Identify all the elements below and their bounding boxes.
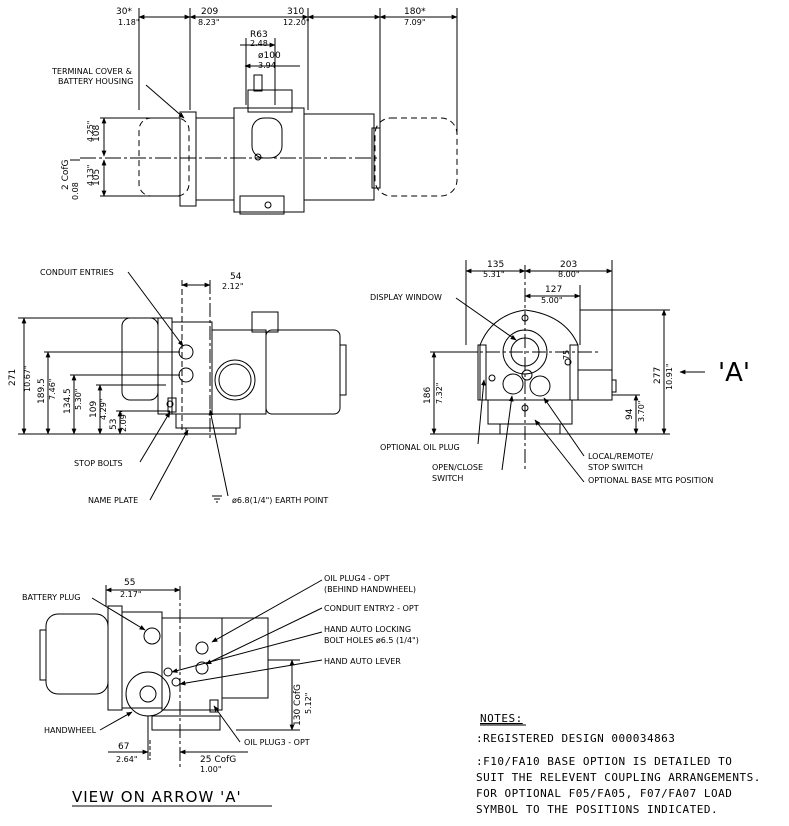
dim-134: 134.5 (63, 388, 73, 414)
notes-line-5: SYMBOL TO THE POSITIONS INDICATED. (476, 803, 718, 816)
dim-53-in: 2.09" (119, 411, 128, 433)
dim-dia100: ø100 (258, 51, 281, 61)
dim-105: 105 (92, 169, 102, 186)
dim-271: 271 (8, 369, 18, 386)
label-display-window: DISPLAY WINDOW (370, 293, 442, 302)
notes-block: NOTES: :REGISTERED DESIGN 000034863 :F10… (476, 712, 761, 816)
label-battery-housing: BATTERY HOUSING (58, 77, 133, 86)
dim-209: 209 (201, 7, 218, 17)
side-view-text: CONDUIT ENTRIES 54 2.12" 271 10.67" 189.… (8, 268, 328, 505)
dim-r63: R63 (250, 30, 268, 40)
dim-54-in: 2.12" (222, 282, 244, 291)
dim-127: 127 (545, 285, 562, 295)
dim-r63-in: 2.48 (250, 39, 268, 48)
dim-108-in: 4.25" (86, 121, 95, 143)
dim-135-in: 5.31" (483, 270, 505, 279)
dim-105-in: 4.13" (86, 165, 95, 187)
label-local-remote-2: STOP SWITCH (588, 463, 643, 472)
notes-line-2: :F10/FA10 BASE OPTION IS DETAILED TO (476, 755, 732, 768)
dim-180-in: 7.09" (404, 18, 426, 27)
dim-209-in: 8.23" (198, 18, 220, 27)
notes-heading: NOTES: (480, 712, 523, 725)
arrow-view (39, 579, 323, 807)
front-view-text: 135 5.31" 203 8.00" 127 5.00" 75 DISPLAY… (370, 260, 750, 485)
label-conduit-entries: CONDUIT ENTRIES (40, 268, 114, 277)
label-battery-plug: BATTERY PLUG (22, 593, 80, 602)
view-title: VIEW ON ARROW 'A' (72, 788, 242, 806)
dim-dia100-in: 3.94 (258, 61, 276, 70)
dim-94-in: 3.70" (637, 401, 646, 423)
dim-186: 186 (423, 387, 433, 404)
dim-310: 310 (287, 7, 304, 17)
front-view (430, 260, 705, 483)
dim-25-in: 1.00" (200, 765, 222, 774)
label-handwheel: HANDWHEEL (44, 726, 97, 735)
dim-30: 30* (116, 7, 132, 17)
label-earth-point: ø6.8(1/4") EARTH POINT (232, 496, 328, 505)
notes-line-1: :REGISTERED DESIGN 000034863 (476, 732, 675, 745)
label-hand-auto-locking-1: HAND AUTO LOCKING (324, 625, 411, 634)
dim-75: 75 (562, 350, 571, 360)
dim-109-in: 4.29" (99, 399, 108, 421)
dim-54: 54 (230, 272, 242, 282)
label-terminal-cover: TERMINAL COVER & (51, 67, 132, 76)
dim-25: 25 CofG (200, 755, 236, 765)
dim-30-in: 1.18" (118, 18, 140, 27)
dim-277: 277 (653, 367, 663, 384)
dim-cofg: 2 CofG (61, 159, 71, 190)
dim-310-in: 12.20" (283, 18, 310, 27)
label-stop-bolts: STOP BOLTS (74, 459, 123, 468)
label-open-close-2: SWITCH (432, 474, 463, 483)
dim-189-in: 7.46" (48, 379, 57, 401)
dim-277-in: 10.91" (665, 363, 674, 390)
label-oil-plug4-1: OIL PLUG4 - OPT (324, 574, 390, 583)
label-conduit-entry2: CONDUIT ENTRY2 - OPT (324, 604, 419, 613)
label-oil-plug4-2: (BEHIND HANDWHEEL) (324, 585, 416, 594)
dim-189: 189.5 (37, 378, 47, 404)
label-local-remote-1: LOCAL/REMOTE/ (588, 452, 653, 461)
dim-134-in: 5.30" (74, 389, 83, 411)
dim-55-in: 2.17" (120, 590, 142, 599)
label-optional-oil-plug: OPTIONAL OIL PLUG (380, 443, 460, 452)
dim-cofg-in: 0.08 (71, 182, 80, 200)
arrow-view-text: 55 2.17" BATTERY PLUG OIL PLUG4 - OPT (B… (22, 574, 419, 806)
label-hand-auto-lever: HAND AUTO LEVER (324, 657, 401, 666)
label-name-plate: NAME PLATE (88, 496, 138, 505)
dim-203-in: 8.00" (558, 270, 580, 279)
top-view (70, 8, 458, 215)
dim-130-in: 5.12" (304, 693, 313, 715)
dim-130: 130 CofG (293, 684, 303, 726)
label-open-close-1: OPEN/CLOSE (432, 463, 483, 472)
dim-94: 94 (625, 408, 635, 420)
dim-180: 180* (404, 7, 426, 17)
dim-271-in: 10.67" (23, 365, 32, 392)
dim-135: 135 (487, 260, 504, 270)
label-optional-base: OPTIONAL BASE MTG POSITION (588, 476, 713, 485)
label-arrow-a: 'A' (718, 358, 750, 388)
dim-67-in: 2.64" (116, 755, 138, 764)
notes-line-4: FOR OPTIONAL F05/FA05, F07/FA07 LOAD (476, 787, 732, 800)
dim-55: 55 (124, 578, 135, 588)
dim-53: 53 (109, 419, 119, 430)
dim-186-in: 7.32" (435, 383, 444, 405)
top-view-text: 30* 1.18" 209 8.23" 310 12.20" 180* 7.09… (51, 7, 426, 200)
dim-67: 67 (118, 742, 129, 752)
dim-109: 109 (89, 401, 99, 418)
side-view (18, 271, 347, 503)
dim-108: 108 (92, 125, 102, 142)
dim-127-in: 5.00" (541, 296, 563, 305)
label-oil-plug3: OIL PLUG3 - OPT (244, 738, 310, 747)
label-hand-auto-locking-2: BOLT HOLES ø6.5 (1/4") (324, 636, 419, 645)
notes-line-3: SUIT THE RELEVENT COUPLING ARRANGEMENTS. (476, 771, 761, 784)
dim-203: 203 (560, 260, 577, 270)
